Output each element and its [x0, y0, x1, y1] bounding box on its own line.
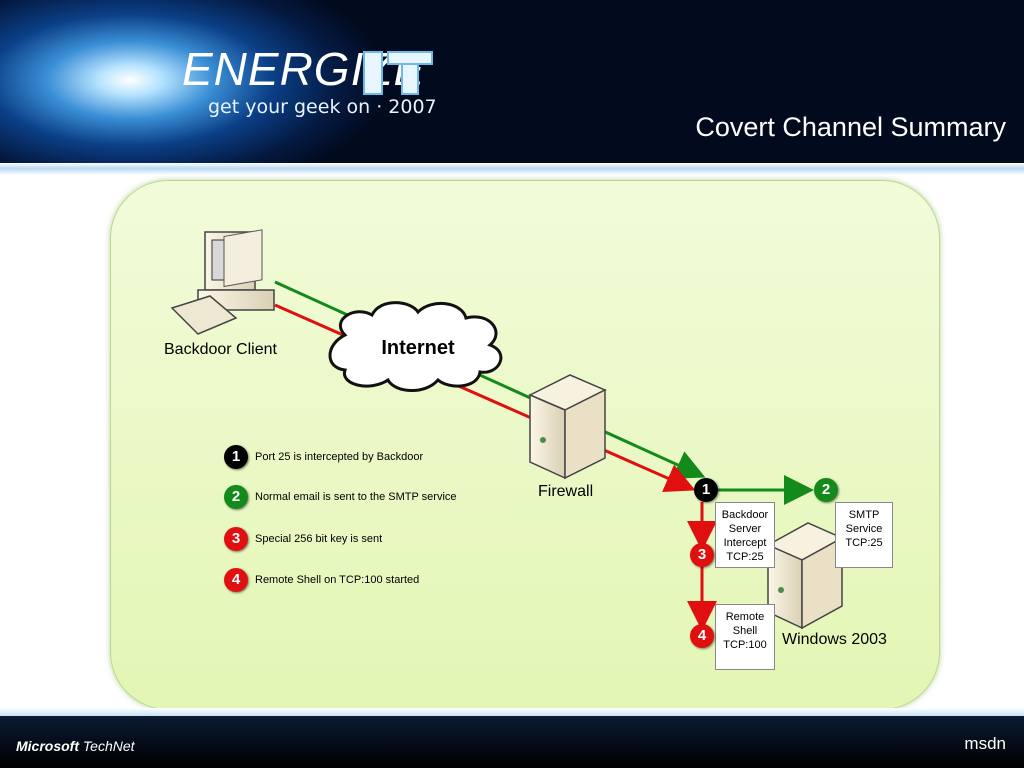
green-link-line [274, 280, 706, 479]
windows-2003-label: Windows 2003 [782, 631, 887, 648]
technet-brand: Microsoft [16, 738, 79, 754]
step-3-badge: 3 [690, 543, 714, 567]
box-line: Server [728, 523, 762, 535]
it-logo-icon [363, 51, 433, 95]
legend-text-2: Normal email is sent to the SMTP service [255, 491, 457, 503]
box-line: Shell [732, 625, 758, 637]
box-line: TCP:25 [726, 551, 764, 563]
slide-title: Covert Channel Summary [695, 112, 1006, 142]
step-4-badge: 4 [690, 624, 714, 648]
box-line: TCP:25 [845, 537, 883, 549]
backdoor-server-box: Backdoor Server Intercept TCP:25 [715, 502, 775, 568]
energize-logo-text: ENERGIZE [182, 43, 426, 95]
tagline: get your geek on · 2007 [208, 96, 437, 118]
internet-cloud-icon [328, 301, 503, 392]
legend-text-1: Port 25 is intercepted by Backdoor [255, 451, 424, 463]
remote-shell-box: Remote Shell TCP:100 [715, 604, 775, 670]
footer-divider [0, 708, 1024, 718]
slide-header [0, 0, 1024, 163]
technet-product: TechNet [82, 738, 135, 754]
legend-badge-3: 3 [224, 527, 248, 551]
internet-label: Internet [381, 337, 455, 359]
firewall-server-icon [528, 374, 607, 480]
legend-text-4: Remote Shell on TCP:100 started [255, 574, 420, 586]
smtp-service-box: SMTP Service TCP:25 [835, 502, 893, 568]
legend-text-3: Special 256 bit key is sent [255, 533, 383, 545]
legend-badge-2: 2 [224, 485, 248, 509]
backdoor-client-label: Backdoor Client [164, 341, 277, 358]
box-line: Intercept [723, 537, 767, 549]
box-line: TCP:100 [723, 639, 767, 651]
box-line: SMTP [848, 509, 880, 521]
workstation-icon [170, 229, 275, 335]
legend-badge-1: 1 [224, 445, 248, 469]
firewall-label: Firewall [538, 483, 594, 500]
legend-badge-4: 4 [224, 568, 248, 592]
box-line: Service [845, 523, 883, 535]
box-line: Remote [725, 611, 765, 623]
box-line: Backdoor [721, 509, 769, 521]
msdn-logo: msdn [964, 734, 1006, 753]
header-divider [0, 163, 1024, 175]
windows-server-icon [766, 522, 844, 630]
slide-footer [0, 716, 1024, 768]
microsoft-technet-logo: Microsoft TechNet [16, 738, 135, 754]
step-2-badge: 2 [814, 478, 838, 502]
step-1-badge: 1 [694, 478, 718, 502]
